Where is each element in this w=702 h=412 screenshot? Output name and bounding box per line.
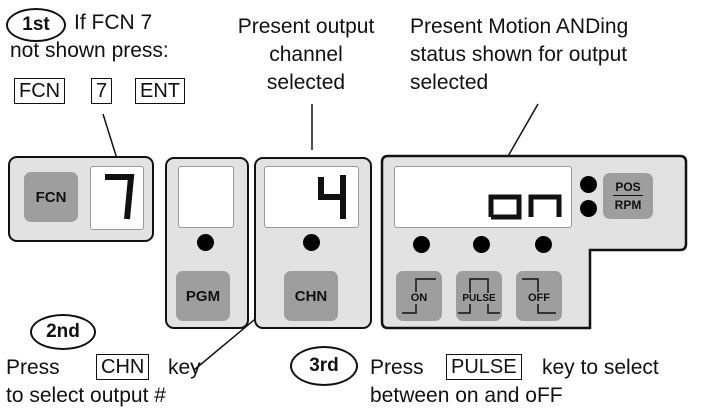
channel-note-line-3: selected [266, 71, 346, 94]
pointer-motion [506, 103, 539, 159]
pgm-led [197, 234, 214, 251]
off-key-label: OFF [528, 292, 550, 304]
step-3-badge: 3rd [290, 346, 358, 386]
waveform-pulse-icon [458, 278, 500, 314]
off-led [535, 236, 552, 253]
motion-note-line-1: Present Motion ANDing [410, 15, 629, 38]
rpm-label: RPM [614, 198, 642, 212]
pgm-key[interactable]: PGM [176, 271, 230, 321]
pulse-key-label: PULSE [462, 292, 496, 304]
step-2-badge-text: 2nd [46, 321, 80, 342]
fcn-key[interactable]: FCN [24, 172, 78, 222]
step-1-line-2: not shown press: [10, 39, 169, 62]
seven-segment-digit [318, 175, 346, 219]
seven-segment-digit [488, 194, 562, 220]
step-3-text-after: key to select [542, 356, 659, 379]
channel-note-line-2: channel [269, 43, 343, 66]
pos-led [580, 176, 597, 193]
step-2-key: CHN [96, 354, 150, 380]
motion-note-line-2: status shown for output [410, 43, 628, 66]
key-sequence-fcn: FCN [14, 78, 66, 104]
chn-key-label: CHN [294, 287, 328, 305]
step-3-badge-text: 3rd [309, 355, 339, 376]
pulse-key[interactable]: PULSE [456, 271, 502, 321]
rpm-led [580, 200, 597, 217]
step-3-key: PULSE [446, 354, 522, 380]
pointer-step-1 [102, 113, 119, 163]
key-sequence-7: 7 [91, 78, 113, 104]
motion-note-line-3: selected [410, 71, 489, 94]
step-2-text-before: Press [6, 356, 60, 379]
step-1-line-1: If FCN 7 [74, 11, 153, 34]
fcn-display [90, 166, 144, 230]
step-2-line-2: to select output # [6, 384, 166, 407]
step-3-text-before: Press [370, 356, 424, 379]
on-key-label: ON [410, 292, 428, 304]
chn-display [264, 166, 359, 228]
pgm-display [178, 166, 234, 228]
key-sequence-ent: ENT [135, 78, 185, 104]
step-2-badge: 2nd [30, 314, 96, 350]
step-3-line-2: between on and oFF [370, 384, 563, 407]
off-key[interactable]: OFF [516, 271, 562, 321]
pos-label: POS [613, 180, 643, 196]
pulse-led [473, 236, 490, 253]
on-key[interactable]: ON [396, 271, 442, 321]
pos-rpm-key[interactable]: POS RPM [603, 173, 653, 219]
output-display [394, 166, 572, 228]
fcn-key-label: FCN [35, 188, 67, 206]
chn-key[interactable]: CHN [284, 271, 338, 321]
on-led [413, 236, 430, 253]
channel-note-line-1: Present output [237, 15, 375, 38]
step-1-badge-text: 1st [22, 14, 50, 35]
chn-led [303, 234, 320, 251]
step-2-text-after: key [168, 356, 201, 379]
seven-segment-digit [105, 174, 135, 220]
pgm-key-label: PGM [185, 287, 221, 305]
step-1-badge: 1st [6, 8, 66, 42]
